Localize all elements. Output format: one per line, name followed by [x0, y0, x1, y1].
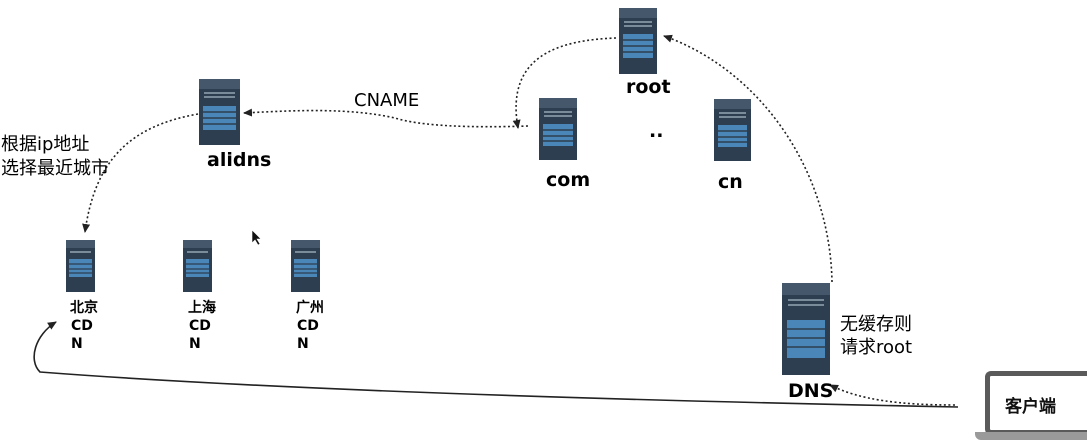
arrow-client-to-beijing: [33, 321, 959, 408]
geo-note-line1: 根据ip地址: [1, 134, 89, 155]
server-local-dns-icon: [782, 283, 830, 375]
server-alidns-icon: [199, 79, 240, 145]
cdn-beijing-city: 北京: [70, 299, 98, 316]
server-com-icon: [539, 98, 577, 160]
cdn-beijing-cd: CD: [71, 318, 93, 334]
geo-note-line2: 选择最近城市: [1, 158, 109, 179]
cdn-guangzhou-cd: CD: [297, 318, 319, 334]
root-label: root: [626, 76, 671, 98]
cname-label: CNAME: [354, 90, 419, 111]
server-beijing-cdn-icon: [66, 240, 95, 292]
arrow-client-to-dns: [829, 384, 956, 406]
arrow-alidns-to-beijing: [82, 113, 199, 233]
nocache-note-line2: 请求root: [840, 337, 912, 358]
client-label: 客户端: [1005, 397, 1056, 417]
arrow-dns-to-root: [663, 34, 833, 283]
dns-label: DNS: [788, 380, 833, 402]
cdn-beijing-n: N: [71, 336, 83, 352]
cn-label: cn: [718, 171, 743, 193]
server-guangzhou-cdn-icon: [291, 240, 320, 292]
cdn-guangzhou-city: 广州: [296, 299, 324, 316]
cdn-shanghai-n: N: [189, 336, 201, 352]
cdn-guangzhou-n: N: [297, 336, 309, 352]
alidns-label: alidns: [207, 149, 271, 171]
ellipsis-label: ..: [649, 120, 663, 142]
client-laptop-base: [975, 432, 1087, 440]
server-root-icon: [619, 8, 657, 74]
mouse-cursor-icon: [251, 229, 262, 246]
com-label: com: [546, 169, 590, 191]
arrow-root-to-com: [512, 37, 617, 129]
nocache-note-line1: 无缓存则: [840, 314, 912, 335]
cdn-shanghai-cd: CD: [189, 318, 211, 334]
arrow-com-to-alidns: [243, 108, 529, 128]
server-shanghai-cdn-icon: [183, 240, 212, 292]
server-cn-icon: [714, 99, 751, 161]
cdn-shanghai-city: 上海: [188, 299, 216, 316]
